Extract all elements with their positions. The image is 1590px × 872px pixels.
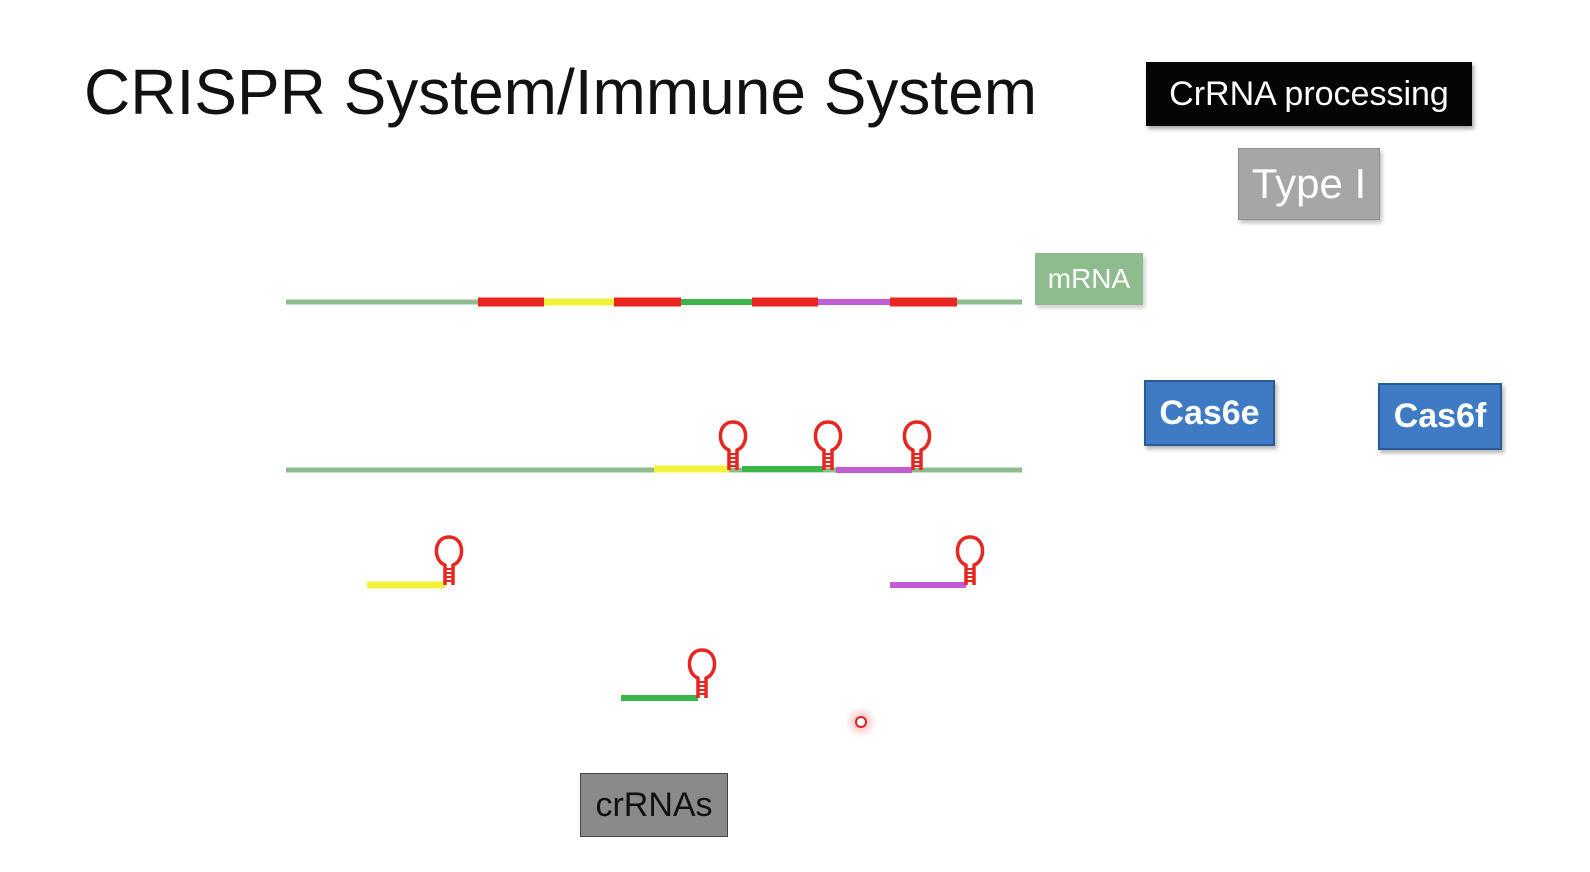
mature-crrna-yellow — [367, 535, 464, 589]
rna-hairpin-icon — [902, 420, 932, 472]
crrnas-label: crRNAs — [580, 773, 728, 837]
slide-title: CRISPR System/Immune System — [84, 56, 1038, 128]
rna-hairpin-icon — [687, 648, 717, 700]
cas6f-label: Cas6f — [1378, 383, 1502, 450]
mature-crrna-green — [621, 648, 717, 701]
folded-crrna-strand — [286, 420, 1022, 473]
rna-hairpin-icon — [718, 420, 748, 472]
rna-hairpin-icon — [955, 535, 985, 587]
mrna-label: mRNA — [1035, 253, 1143, 305]
crrna-processing-label: CrRNA processing — [1146, 62, 1472, 126]
laser-pointer-dot — [855, 716, 867, 728]
type-label: Type I — [1238, 148, 1380, 220]
rna-hairpin-icon — [434, 535, 464, 587]
cas6e-label: Cas6e — [1144, 380, 1275, 446]
mature-crrna-purple — [890, 535, 985, 588]
rna-hairpin-icon — [813, 420, 843, 472]
